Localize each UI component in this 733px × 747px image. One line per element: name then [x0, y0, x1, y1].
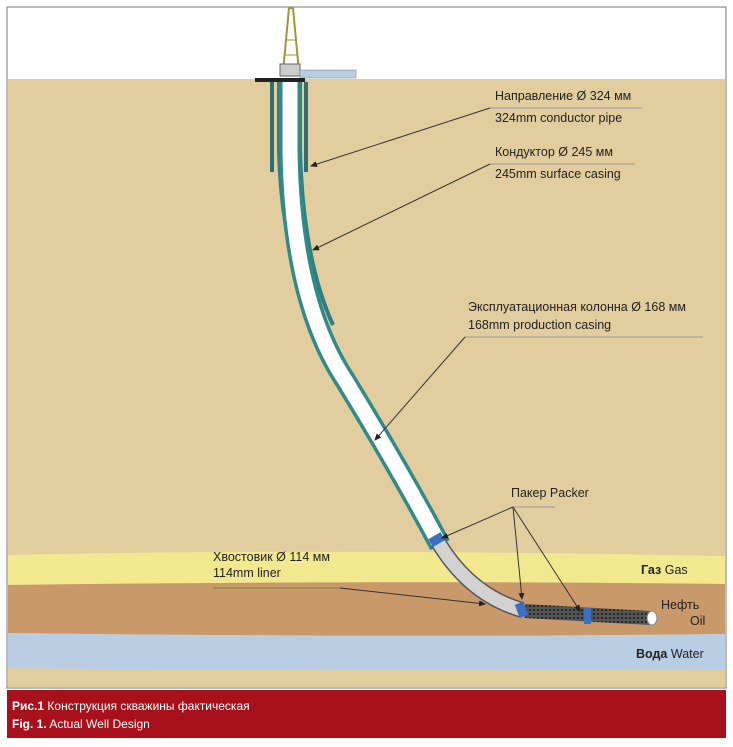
surface-casing-label-en: 245mm surface casing — [495, 167, 621, 181]
conductor-label-ru: Направление Ø 324 мм — [495, 89, 632, 103]
conductor-label-en: 324mm conductor pipe — [495, 111, 623, 125]
gas-layer — [8, 551, 725, 585]
packer-icon — [428, 532, 446, 547]
packer-label: Пакер Packer — [511, 486, 589, 500]
oil-label-en: Oil — [690, 614, 706, 628]
production-casing-label-ru: Эксплуатационная колонна Ø 168 мм — [468, 300, 686, 314]
production-casing-label-en: 168mm production casing — [468, 318, 612, 332]
drilling-rig-icon — [255, 7, 357, 82]
oil-label-ru: Нефть — [661, 598, 700, 612]
liner-label-ru: Хвостовик Ø 114 мм — [213, 550, 330, 564]
well-casing — [270, 82, 658, 626]
gas-label: Газ Gas — [641, 563, 688, 577]
water-label: Вода Water — [636, 647, 704, 661]
oil-layer — [8, 582, 725, 636]
water-layer — [8, 633, 725, 671]
liner-label-en: 114mm liner — [213, 566, 281, 580]
figure-caption: Рис.1 Конструкция скважины фактическая F… — [7, 690, 726, 738]
surface-casing-label-ru: Кондуктор Ø 245 мм — [495, 145, 613, 159]
leader-lines — [213, 107, 703, 612]
packer-icon — [514, 601, 529, 618]
packer-icon — [584, 608, 591, 624]
